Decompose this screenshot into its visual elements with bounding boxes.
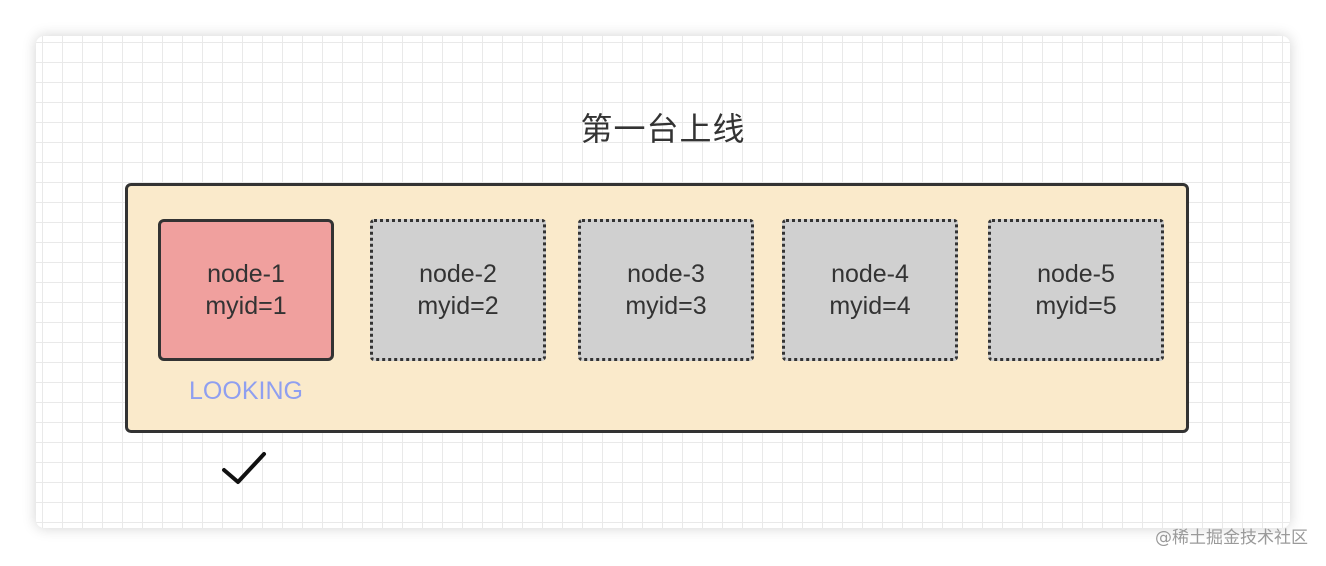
node-name: node-2: [419, 260, 497, 288]
node-1-state-label: LOOKING: [189, 377, 303, 405]
node-name: node-4: [831, 260, 909, 288]
diagram-canvas: 第一台上线 node-1 myid=1 node-2 myid=2 node-3…: [36, 36, 1290, 528]
node-myid: myid=1: [205, 292, 287, 320]
node-box-1: node-1 myid=1: [158, 219, 334, 361]
node-name: node-5: [1037, 260, 1115, 288]
node-box-3: node-3 myid=3: [578, 219, 754, 361]
diagram-title: 第一台上线: [580, 110, 746, 148]
node-name: node-3: [627, 260, 705, 288]
check-icon: [222, 452, 266, 484]
watermark-text: @稀土掘金技术社区: [1155, 528, 1308, 548]
node-myid: myid=3: [625, 292, 707, 320]
node-myid: myid=4: [829, 292, 911, 320]
node-name: node-1: [207, 260, 285, 288]
node-myid: myid=5: [1035, 292, 1117, 320]
node-myid: myid=2: [417, 292, 499, 320]
node-box-4: node-4 myid=4: [782, 219, 958, 361]
node-box-5: node-5 myid=5: [988, 219, 1164, 361]
node-box-2: node-2 myid=2: [370, 219, 546, 361]
cluster-container: node-1 myid=1 node-2 myid=2 node-3 myid=…: [125, 183, 1189, 433]
